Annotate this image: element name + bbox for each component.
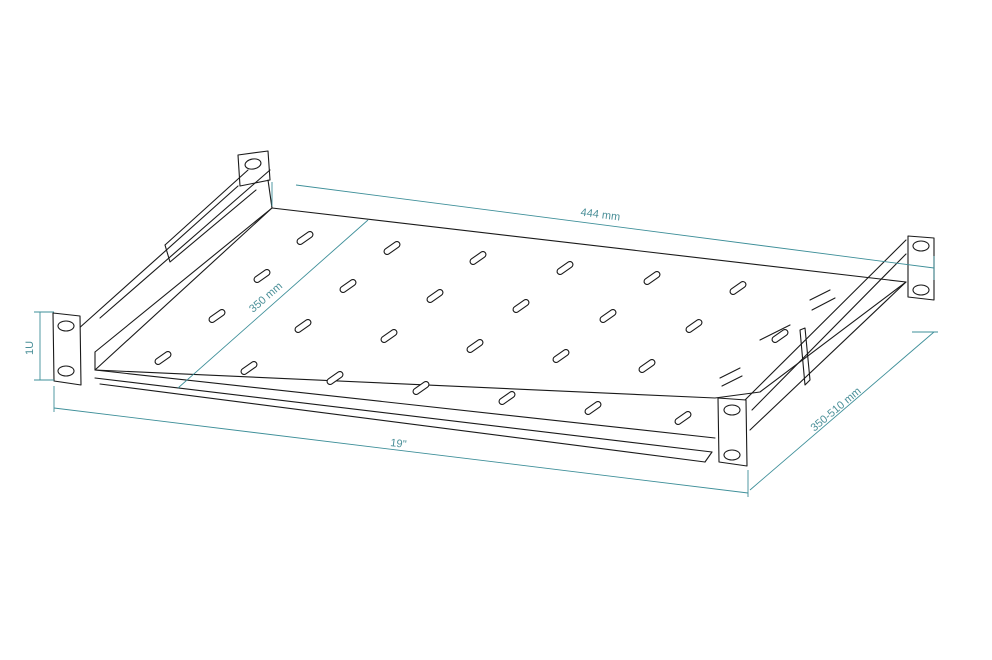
dimension-19in: 19" <box>53 386 749 497</box>
vent-slot <box>674 411 692 425</box>
vent-slot <box>584 401 602 415</box>
shelf-floor <box>94 207 907 463</box>
vent-slot <box>383 241 401 255</box>
vent-slot <box>466 339 484 353</box>
vent-slot <box>771 329 789 343</box>
dimension-444mm: 444 mm <box>271 182 935 280</box>
vent-slot <box>426 289 444 303</box>
right-front-ear <box>717 397 748 467</box>
vent-slot <box>339 279 357 293</box>
width-dimension-label: 444 mm <box>580 207 621 224</box>
left-side-rail <box>76 150 273 353</box>
adjustable-depth-dimension-label: 350-510 mm <box>809 385 864 434</box>
vent-slot <box>208 309 226 323</box>
vent-slot <box>638 359 656 373</box>
vent-slot <box>380 329 398 343</box>
ventilation-slots <box>154 231 789 425</box>
vent-slot <box>240 361 258 375</box>
vent-slot <box>296 231 314 245</box>
vent-slot <box>556 261 574 275</box>
rack-width-dimension-label: 19" <box>390 437 408 451</box>
vent-slot <box>253 269 271 283</box>
vent-slot <box>412 381 430 395</box>
vent-slot <box>643 271 661 285</box>
vent-slot <box>599 309 617 323</box>
vent-slot <box>326 371 344 385</box>
height-dimension-label: 1U <box>24 341 36 355</box>
vent-slot <box>552 349 570 363</box>
vent-slot <box>685 319 703 333</box>
vent-slot <box>294 319 312 333</box>
right-side-rail <box>719 239 907 431</box>
vent-slot <box>469 251 487 265</box>
vent-slot <box>729 281 747 295</box>
left-front-ear <box>52 312 82 386</box>
vent-slot <box>154 351 172 365</box>
right-rear-ear <box>907 235 935 301</box>
dimension-1u: 1U <box>24 311 54 381</box>
vent-slot <box>512 299 530 313</box>
vent-slot <box>498 391 516 405</box>
